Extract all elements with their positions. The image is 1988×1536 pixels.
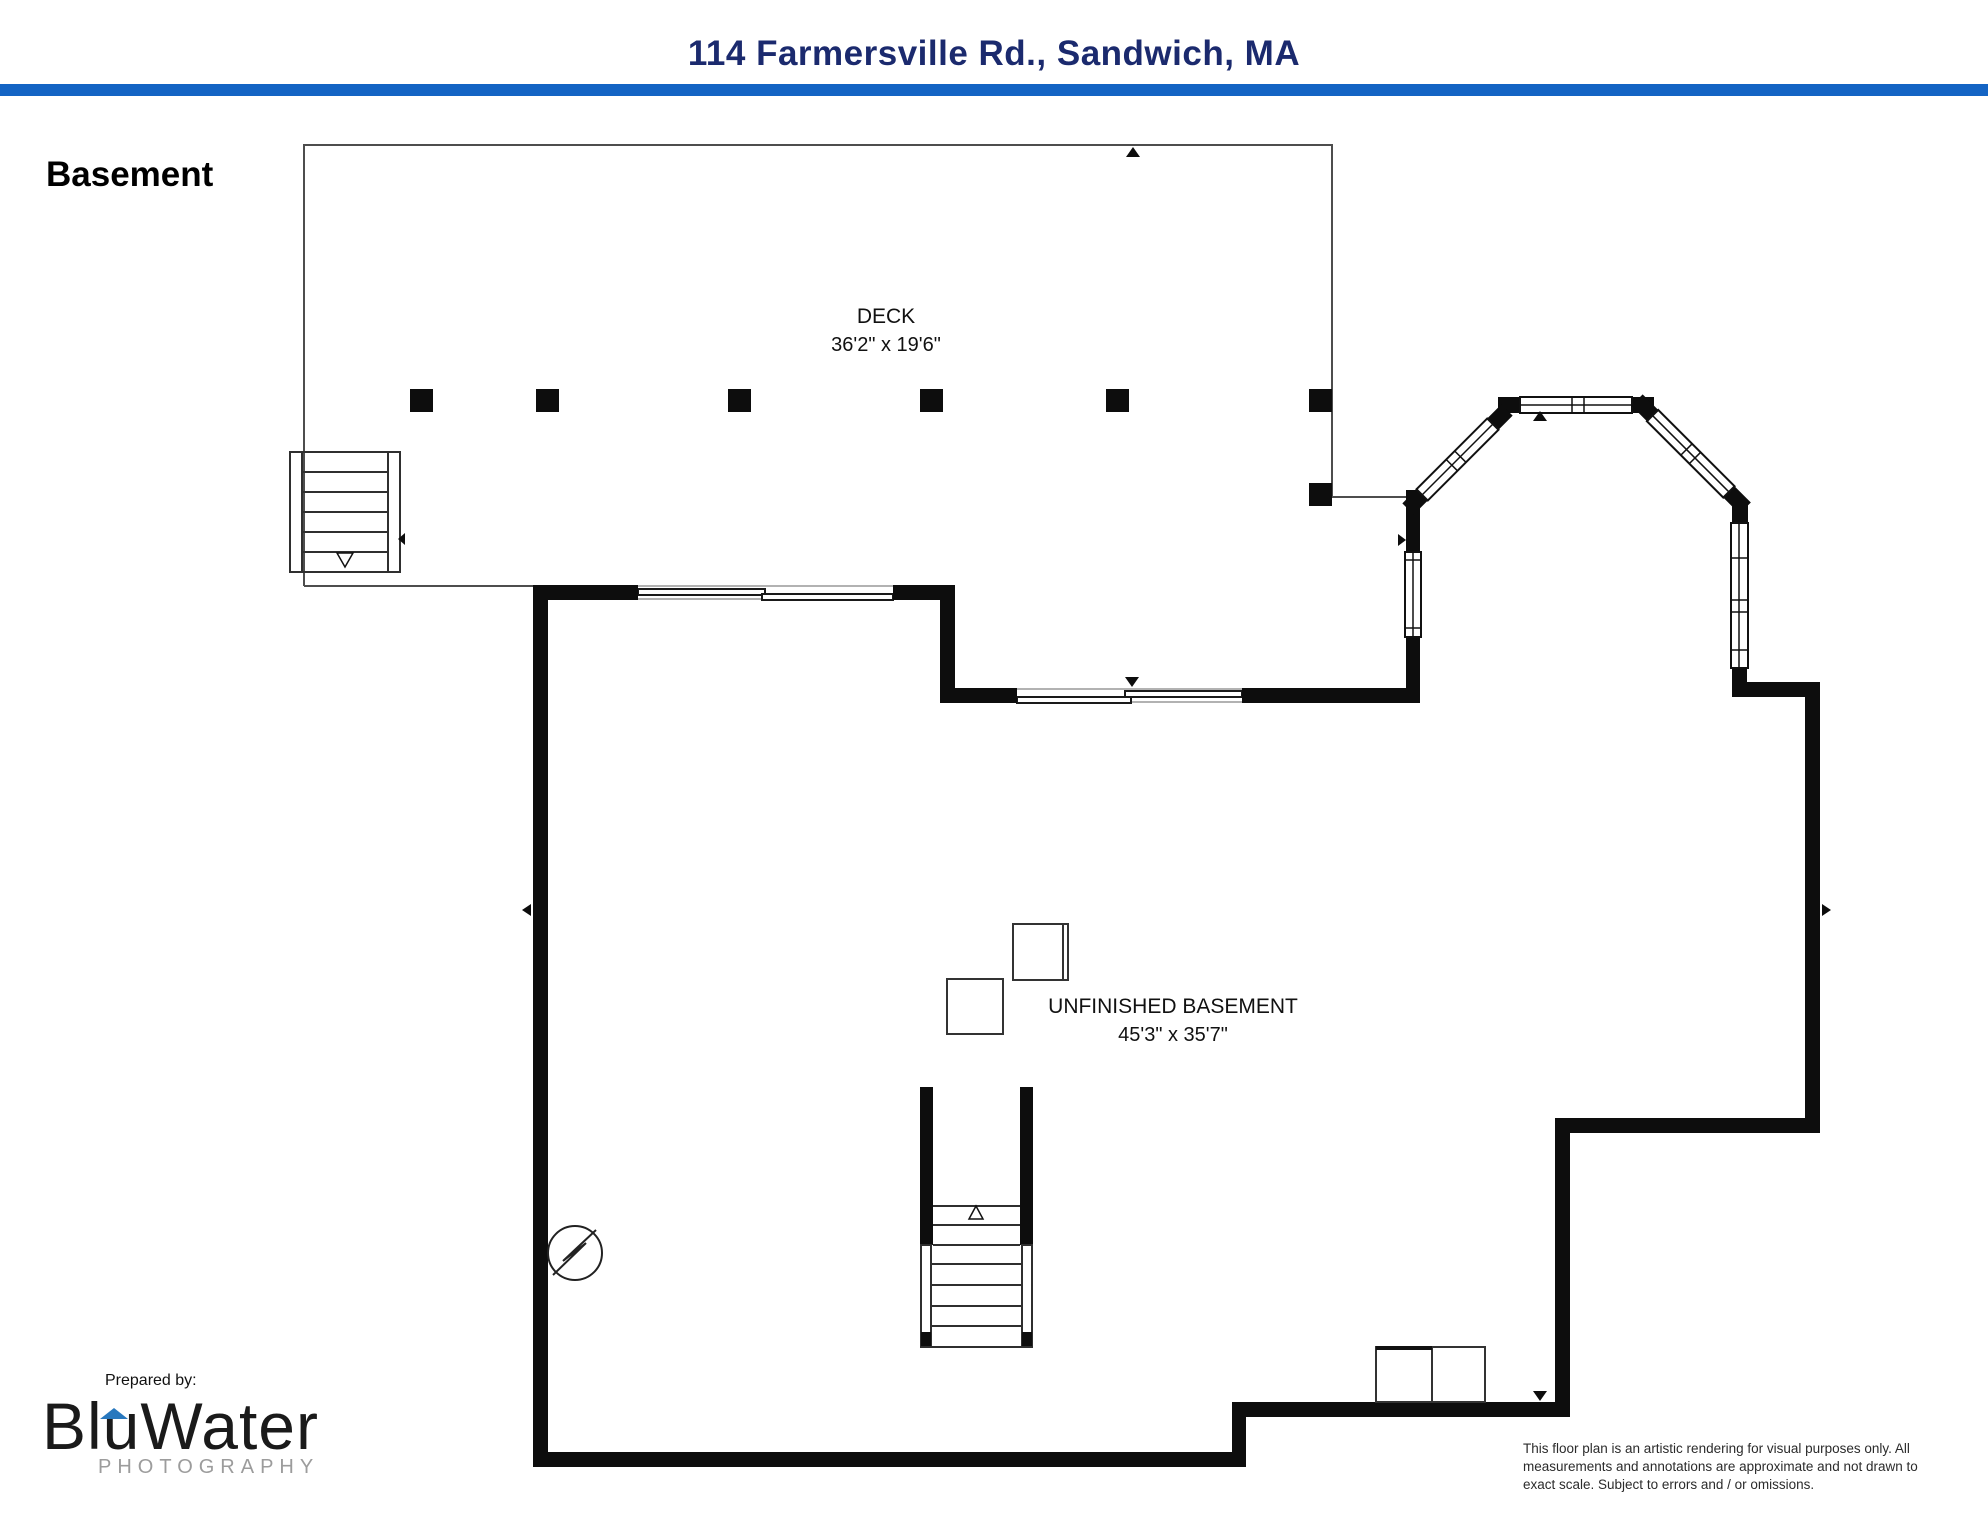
disclaimer-line: measurements and annotations are approxi… (1523, 1458, 1918, 1474)
deck-post (1309, 483, 1332, 506)
window-right-vertical (1730, 522, 1749, 669)
bluwater-logo-text: BluWater (42, 1389, 319, 1463)
bay-left-wall-lower (1406, 637, 1420, 703)
deck-posts (410, 389, 1332, 506)
wall-bottom-left (533, 1452, 1246, 1467)
marker-slider-icon (1125, 677, 1139, 687)
wall-top-b (893, 585, 955, 600)
window-right-diagonal (1631, 394, 1751, 514)
tank (1375, 1346, 1433, 1403)
bay-windows (1402, 394, 1751, 669)
wall-left (533, 586, 548, 1467)
title-divider-bar (0, 84, 1988, 96)
stairs-rail-foot (1022, 1332, 1032, 1347)
wall-top-a (533, 585, 638, 600)
deck-post (728, 389, 751, 412)
water-tanks (1375, 1346, 1486, 1403)
direction-markers (398, 147, 1831, 1401)
marker-left-wall-icon (522, 904, 531, 916)
stairwell-wall (1020, 1087, 1033, 1245)
slider-panel (761, 593, 894, 601)
deck-post (920, 389, 943, 412)
wall-mid-a (940, 688, 1017, 703)
room-name: DECK (856, 305, 916, 328)
window-glass-line (1652, 415, 1730, 493)
window-mullion (1445, 458, 1459, 472)
deck-post (410, 389, 433, 412)
slider-panel (637, 588, 766, 596)
slider-panel (1016, 696, 1132, 704)
wall-mid-b (1242, 688, 1406, 703)
window-mullion (1680, 443, 1693, 456)
slider-panel (1124, 690, 1243, 698)
bluwater-logo-subtext: PHOTOGRAPHY (98, 1456, 320, 1478)
room-label-unfinished-basement: UNFINISHED BASEMENT 45'3" x 35'7" (1048, 993, 1298, 1050)
stairs-rail (1021, 1244, 1033, 1346)
deck-post (1309, 389, 1332, 412)
deck-edge (303, 144, 1406, 586)
disclaimer-line: This floor plan is an artistic rendering… (1523, 1441, 1910, 1456)
exterior-walls (533, 397, 1820, 1467)
prepared-by-label: Prepared by: (105, 1372, 197, 1389)
deck-outline (303, 144, 1406, 587)
window-left-vertical (1404, 551, 1422, 638)
disclaimer-text: This floor plan is an artistic rendering… (1523, 1440, 1953, 1493)
window-mullion (1688, 451, 1702, 465)
wall-bottom-mid (1232, 1402, 1570, 1417)
stairs-rail (920, 1244, 932, 1346)
equipment-squares (946, 923, 1069, 1035)
logo-roof-icon (100, 1408, 128, 1419)
floor-name-label: Basement (46, 155, 214, 194)
page-title: 114 Farmersville Rd., Sandwich, MA (687, 34, 1301, 73)
window-mullion (1454, 450, 1467, 463)
deck-post (1106, 389, 1129, 412)
wall-step-down (940, 585, 955, 703)
wall-right (1805, 697, 1820, 1133)
marker-bay-left-icon (1398, 534, 1406, 546)
room-dimensions: 45'3" x 35'7" (1118, 1023, 1228, 1046)
marker-bottom-wall-icon (1533, 1391, 1547, 1401)
marker-deck-top-icon (1126, 147, 1140, 157)
room-name: UNFINISHED BASEMENT (1048, 995, 1298, 1018)
bay-right-wall-lower (1732, 668, 1747, 697)
deck-post (536, 389, 559, 412)
wall-below-bay (1732, 682, 1820, 697)
wall-right-step (1555, 1118, 1570, 1417)
tank (1431, 1346, 1486, 1403)
stairs-outline (289, 451, 401, 573)
stairs-down-icon (335, 552, 355, 569)
lightning-bolt-icon (552, 1229, 597, 1276)
marker-deck-stairs-icon (398, 533, 405, 545)
deck-stairs (289, 451, 401, 573)
equipment-square (1012, 923, 1069, 981)
marker-bay-top-icon (1533, 411, 1547, 421)
basement-stairs (920, 1087, 1033, 1348)
equipment-square (946, 978, 1004, 1035)
wall-right-horiz (1555, 1118, 1820, 1133)
disclaimer-line: exact scale. Subject to errors and / or … (1523, 1476, 1815, 1492)
wall-bottom-step (1232, 1402, 1246, 1467)
window-left-diagonal (1402, 404, 1513, 515)
stairs-rail-foot (921, 1332, 931, 1347)
window-glass-line (1421, 423, 1494, 496)
stairs-up-icon (967, 1204, 985, 1220)
window-top-horizontal (1519, 396, 1633, 414)
electrical-panel-icon (547, 1225, 603, 1281)
marker-right-wall-icon (1822, 904, 1831, 916)
electrical-circle (547, 1225, 603, 1281)
stairwell-wall (920, 1087, 933, 1245)
room-dimensions: 36'2" x 19'6" (831, 333, 941, 356)
room-label-deck: DECK 36'2" x 19'6" (831, 303, 941, 360)
